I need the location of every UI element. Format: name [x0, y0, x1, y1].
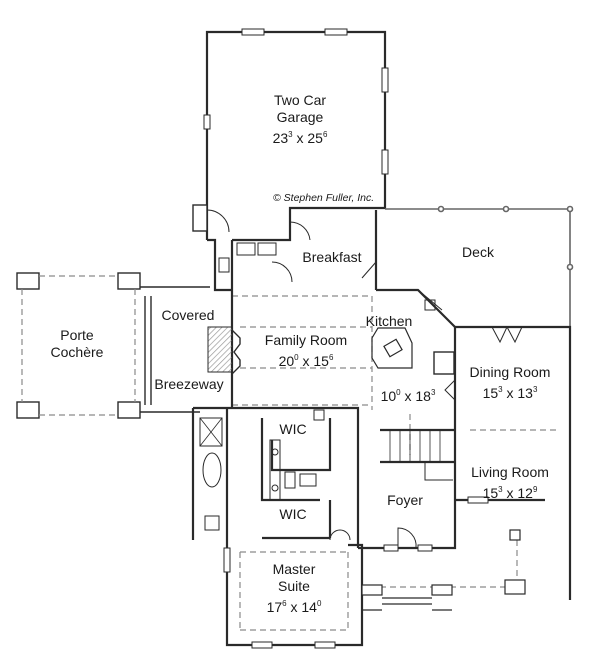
foyer-stair-walls	[356, 418, 457, 552]
garage-dimensions: 233 x 256	[272, 130, 328, 146]
garage-name-line-2: Garage	[276, 109, 324, 125]
garage-walls	[192, 28, 389, 240]
garage-name-line-1: Two Car	[273, 92, 327, 108]
room-label-covered: Covered	[161, 307, 215, 323]
room-label-dining-room: Dining Room 153 x 133	[469, 364, 551, 401]
room-label-family-room: Family Room 200 x 156	[264, 332, 348, 369]
room-label-deck: Deck	[462, 244, 494, 260]
room-label-wic-lower: WIC	[279, 506, 307, 522]
porte-cochere-structure	[16, 272, 210, 419]
family-room-walls	[207, 290, 241, 408]
room-label-breakfast: Breakfast	[302, 249, 362, 265]
room-label-wic-upper: WIC	[279, 421, 307, 437]
kitchen-dimensions: 100 x 183	[380, 388, 436, 404]
family-room-dimensions: 200 x 156	[278, 353, 334, 369]
copyright-notice: © Stephen Fuller, Inc.	[273, 192, 375, 204]
mudroom-walls	[207, 221, 311, 292]
room-label-kitchen: Kitchen	[365, 313, 413, 329]
room-label-foyer: Foyer	[387, 492, 423, 508]
front-porch	[361, 529, 526, 611]
room-label-porte-cochere: Porte Cochère	[50, 327, 104, 360]
master-bath-walls	[191, 406, 360, 540]
room-label-living-room: Living Room 153 x 129	[471, 464, 549, 501]
dining-living-walls	[444, 325, 572, 600]
room-label-master-suite: Master Suite 176 x 140	[266, 561, 322, 615]
kitchen-island	[371, 289, 455, 375]
deck-railing	[385, 205, 574, 330]
room-label-garage: Two Car Garage 233 x 256	[273, 92, 328, 147]
room-label-breezeway: Breezeway	[154, 376, 224, 392]
